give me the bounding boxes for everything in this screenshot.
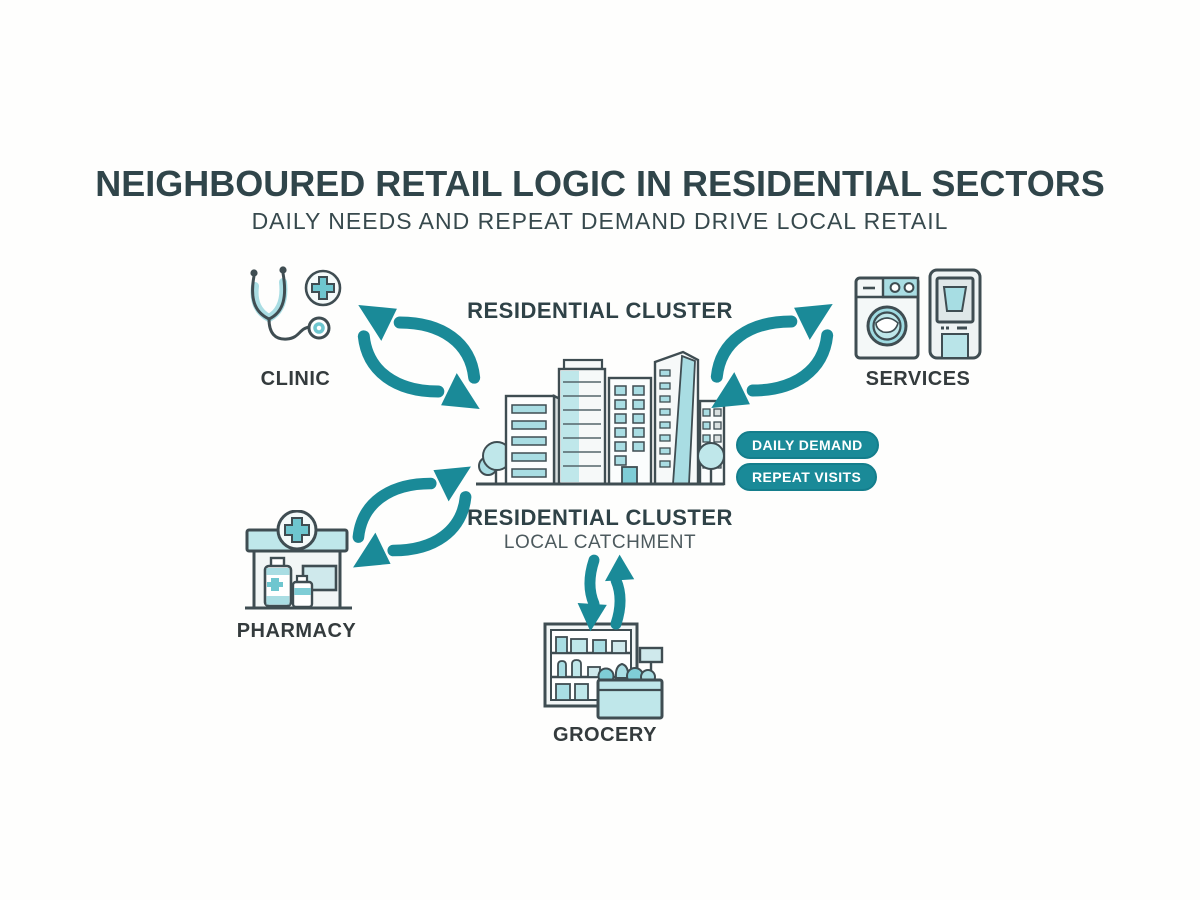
page-title: NEIGHBOURED RETAIL LOGIC IN RESIDENTIAL …	[95, 163, 1105, 204]
daily-demand-badge: DAILY DEMAND	[736, 431, 879, 459]
services-icon	[854, 268, 982, 360]
page-subtitle: DAILY NEEDS AND REPEAT DEMAND DRIVE LOCA…	[251, 208, 949, 234]
repeat-visits-badge: REPEAT VISITS	[736, 463, 878, 491]
residential-cluster-illustration	[474, 326, 726, 496]
pharmacy-label: PHARMACY	[236, 620, 357, 642]
residential-cluster-bottom-label: RESIDENTIAL CLUSTER	[467, 505, 733, 530]
grocery-icon	[543, 622, 664, 720]
pharmacy-center-exchange-arrows-icon	[345, 452, 479, 582]
local-catchment-label: LOCAL CATCHMENT	[503, 532, 697, 553]
grocery-node	[540, 620, 670, 722]
services-node	[853, 264, 983, 364]
clinic-node	[243, 264, 348, 354]
grocery-label: GROCERY	[553, 724, 657, 746]
buildings-icon	[476, 350, 726, 486]
grocery-center-exchange-arrows-icon	[572, 551, 638, 635]
services-center-exchange-arrows-icon	[703, 292, 841, 420]
services-label: SERVICES	[865, 368, 971, 390]
pharmacy-icon	[245, 510, 352, 610]
residential-cluster-top-label: RESIDENTIAL CLUSTER	[467, 298, 733, 323]
clinic-icon	[250, 266, 342, 341]
clinic-label: CLINIC	[260, 368, 331, 390]
pharmacy-node	[240, 510, 358, 618]
clinic-center-exchange-arrows-icon	[350, 293, 488, 421]
